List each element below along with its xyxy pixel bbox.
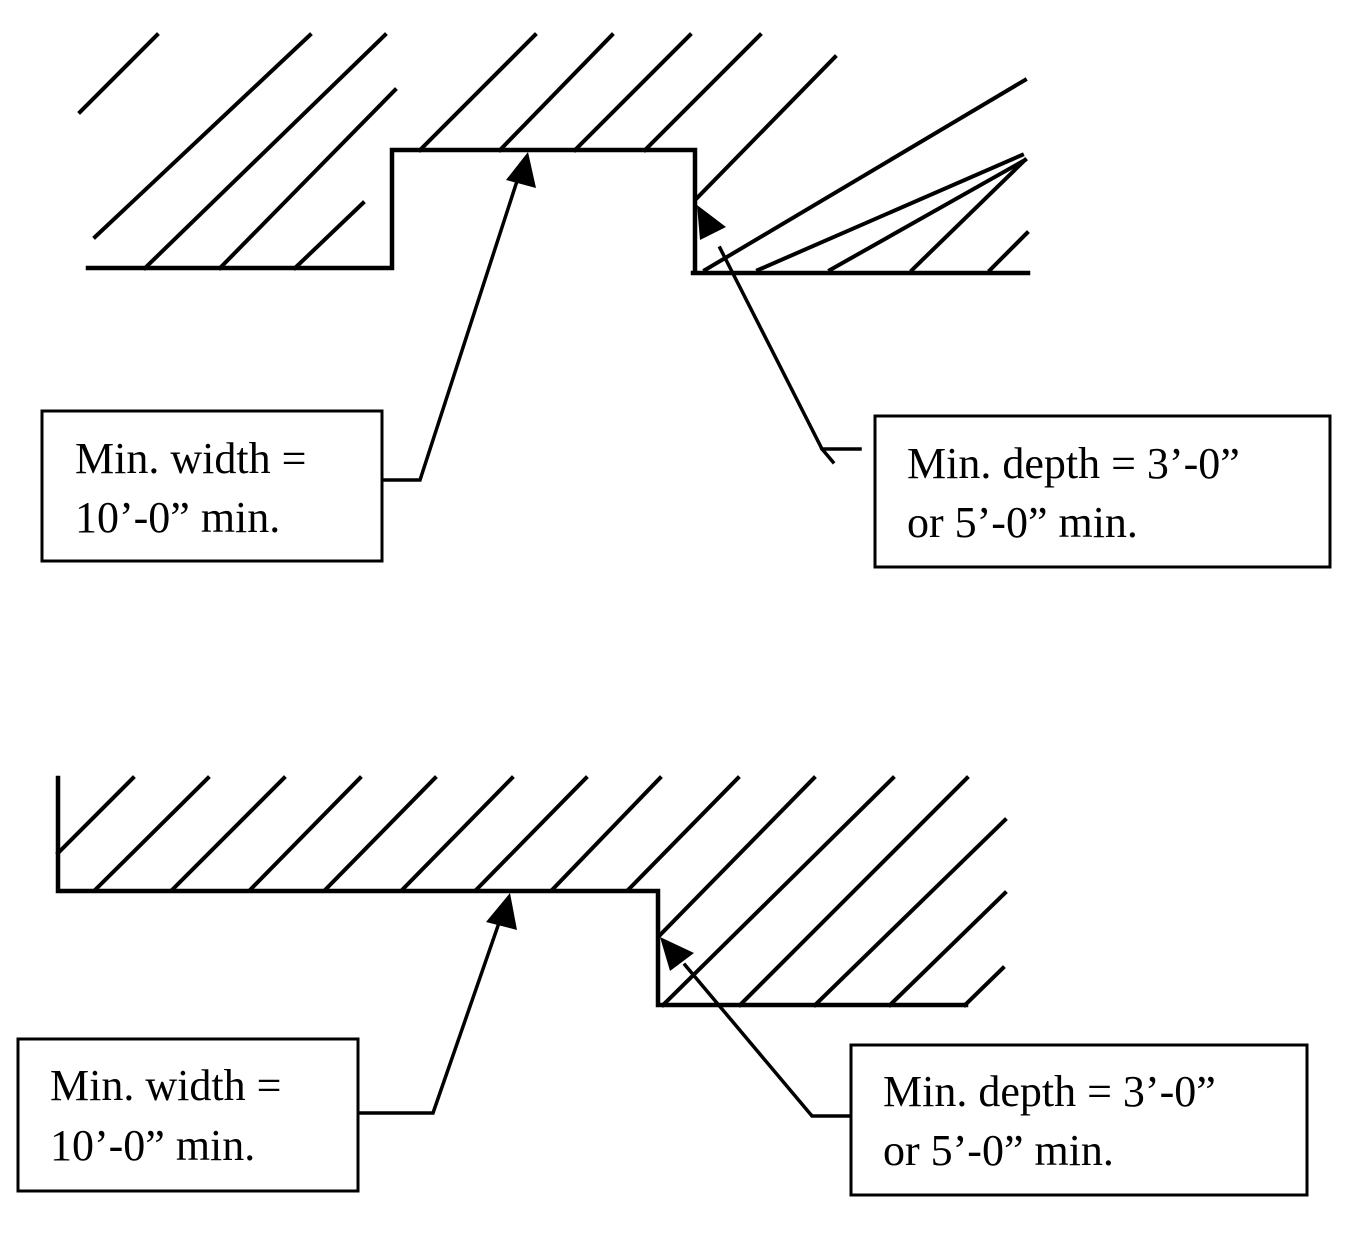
top-width-label-line2: 10’-0” min. [75,493,280,542]
top-hatching [77,32,1030,273]
bottom-depth-leader-arrow [660,937,853,1118]
bottom-width-label-line1: Min. width = [50,1061,281,1110]
top-width-label-box: Min. width = 10’-0” min. [40,409,384,563]
bottom-depth-label-line1: Min. depth = 3’-0” [883,1067,1216,1116]
bottom-depth-label-line2: or 5’-0” min. [883,1126,1114,1175]
bottom-depth-label-box: Min. depth = 3’-0” or 5’-0” min. [849,1043,1309,1197]
figure-top: Min. width = 10’-0” min. Min. depth = 3’… [40,32,1332,569]
top-width-label-line1: Min. width = [75,434,306,483]
bottom-width-label-line2: 10’-0” min. [50,1121,255,1170]
top-depth-label-line2: or 5’-0” min. [907,498,1138,547]
top-depth-leader-arrow [697,205,862,465]
top-outline [85,147,1031,276]
bottom-hatching [55,775,1008,1008]
top-depth-label-line1: Min. depth = 3’-0” [907,439,1240,488]
bottom-width-label-box: Min. width = 10’-0” min. [16,1037,360,1193]
bottom-outline [55,775,969,1008]
figure-bottom: Min. width = 10’-0” min. Min. depth = 3’… [16,775,1309,1197]
top-depth-label-box: Min. depth = 3’-0” or 5’-0” min. [873,414,1332,569]
bottom-width-leader-arrow [356,893,517,1115]
top-width-leader-arrow [381,152,536,482]
